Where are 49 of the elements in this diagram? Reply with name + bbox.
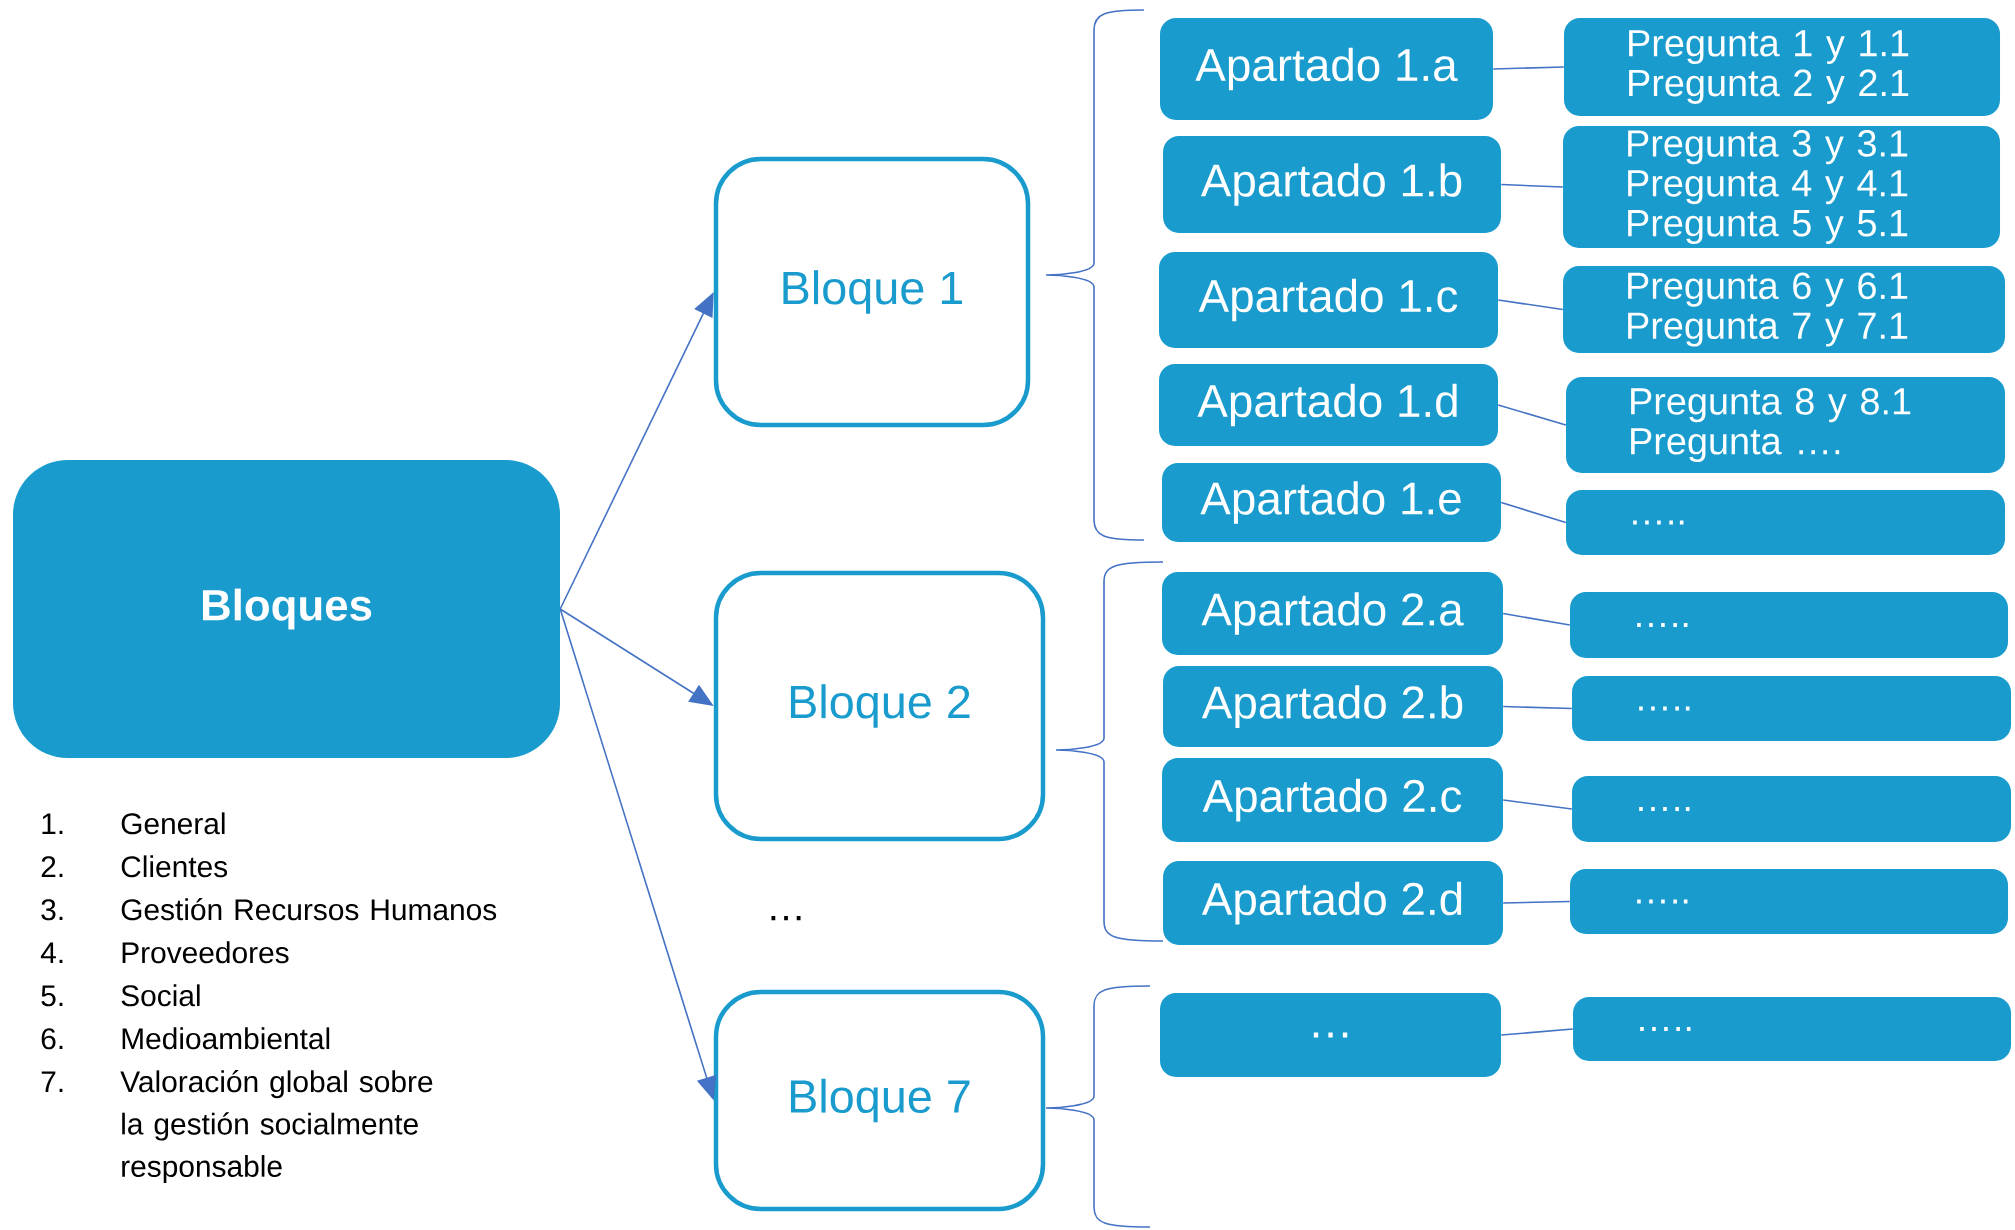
- question-box: …..: [1572, 676, 2011, 741]
- list-number: 4.: [40, 942, 63, 963]
- connector-line: [1502, 900, 1571, 904]
- section-box: Apartado 2.c: [1162, 758, 1503, 842]
- list-item: General: [121, 812, 225, 835]
- section-box: Apartado 2.b: [1163, 666, 1503, 747]
- list-item: Clientes: [121, 855, 228, 878]
- question-box: …..: [1570, 592, 2008, 658]
- list-item: Social: [121, 984, 200, 1007]
- connector-line: [1492, 66, 1565, 70]
- question-box: Pregunta 3 y 3.1 Pregunta 4 y 4.1 Pregunta 5 y 5.1: [1563, 126, 2000, 248]
- connector-line: [1497, 404, 1567, 426]
- section-box: Apartado 1.e: [1162, 463, 1501, 542]
- list-number: 1.: [42, 813, 63, 834]
- list-number: 6.: [41, 1028, 63, 1050]
- list-item: Gestión Recursos Humanos: [121, 898, 497, 921]
- ellipsis: …: [771, 915, 801, 921]
- connector-line: [1502, 799, 1573, 810]
- list-item: Medioambiental: [122, 1027, 330, 1050]
- block-box: Bloque 7: [713, 989, 1046, 1212]
- connector-line: [1502, 705, 1573, 710]
- connector-line: [1502, 612, 1571, 626]
- block-box: Bloque 1: [713, 156, 1031, 428]
- list-number: 2.: [41, 856, 63, 877]
- section-box: Apartado 1.a: [1160, 18, 1493, 120]
- main-box: Bloques: [13, 460, 560, 758]
- list-number: 3.: [41, 899, 63, 921]
- question-box: …..: [1566, 490, 2005, 555]
- connector-line: [1500, 501, 1567, 524]
- list-item: Valoración global sobre la gestión socialmente responsable: [120, 1070, 433, 1183]
- connector-line: [1500, 183, 1564, 188]
- list-number: 7.: [41, 1071, 63, 1092]
- question-box: Pregunta 8 y 8.1 Pregunta ….: [1566, 377, 2005, 473]
- question-box: …..: [1572, 776, 2011, 842]
- question-box: …..: [1570, 869, 2008, 934]
- section-box: Apartado 1.b: [1163, 136, 1501, 233]
- question-box: Pregunta 6 y 6.1 Pregunta 7 y 7.1: [1563, 266, 2005, 353]
- list-number: 5.: [41, 985, 63, 1007]
- section-box: Apartado 1.d: [1159, 364, 1498, 446]
- section-box: Apartado 2.a: [1162, 572, 1503, 655]
- question-box: Pregunta 1 y 1.1 Pregunta 2 y 2.1: [1564, 18, 2000, 116]
- section-box: …: [1160, 993, 1501, 1077]
- section-box: Apartado 1.c: [1159, 252, 1498, 348]
- list-item: Proveedores: [122, 941, 289, 964]
- block-box: Bloque 2: [713, 570, 1046, 842]
- section-box: Apartado 2.d: [1163, 861, 1503, 945]
- connector-line: [1497, 299, 1564, 311]
- question-box: …..: [1573, 997, 2011, 1061]
- connector-line: [1500, 1028, 1574, 1036]
